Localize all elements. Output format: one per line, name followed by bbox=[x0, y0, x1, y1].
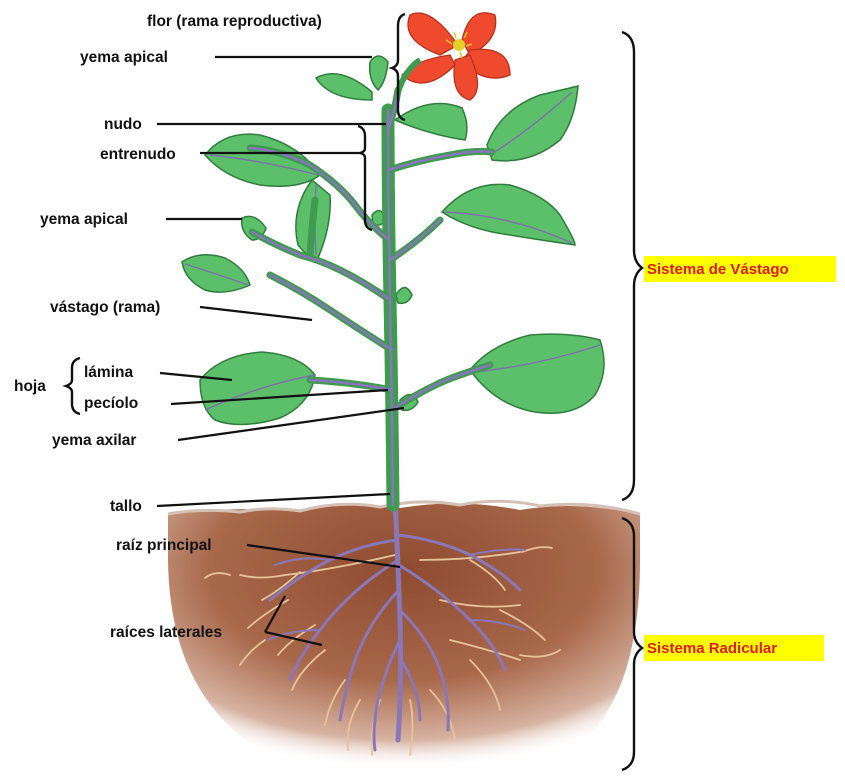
label-raices-laterales: raíces laterales bbox=[110, 624, 222, 641]
label-nudo: nudo bbox=[104, 116, 142, 133]
label-entrenudo: entrenudo bbox=[100, 146, 176, 163]
label-tallo: tallo bbox=[110, 498, 142, 515]
label-hoja: hoja bbox=[14, 378, 46, 395]
label-yema-apical-mid: yema apical bbox=[40, 211, 128, 228]
label-flor: flor (rama reproductiva) bbox=[147, 13, 322, 30]
label-sistema-radicular: Sistema Radicular bbox=[647, 640, 777, 657]
label-lamina: lámina bbox=[84, 364, 133, 381]
label-yema-axilar: yema axilar bbox=[52, 432, 136, 449]
flower bbox=[398, 13, 510, 100]
label-raiz-principal: raíz principal bbox=[116, 537, 212, 554]
label-vastago: vástago (rama) bbox=[50, 299, 160, 316]
soil bbox=[168, 501, 640, 770]
label-yema-apical-top: yema apical bbox=[80, 49, 168, 66]
label-peciolo: pecíolo bbox=[84, 395, 138, 412]
label-sistema-vastago: Sistema de Vástago bbox=[647, 261, 789, 278]
